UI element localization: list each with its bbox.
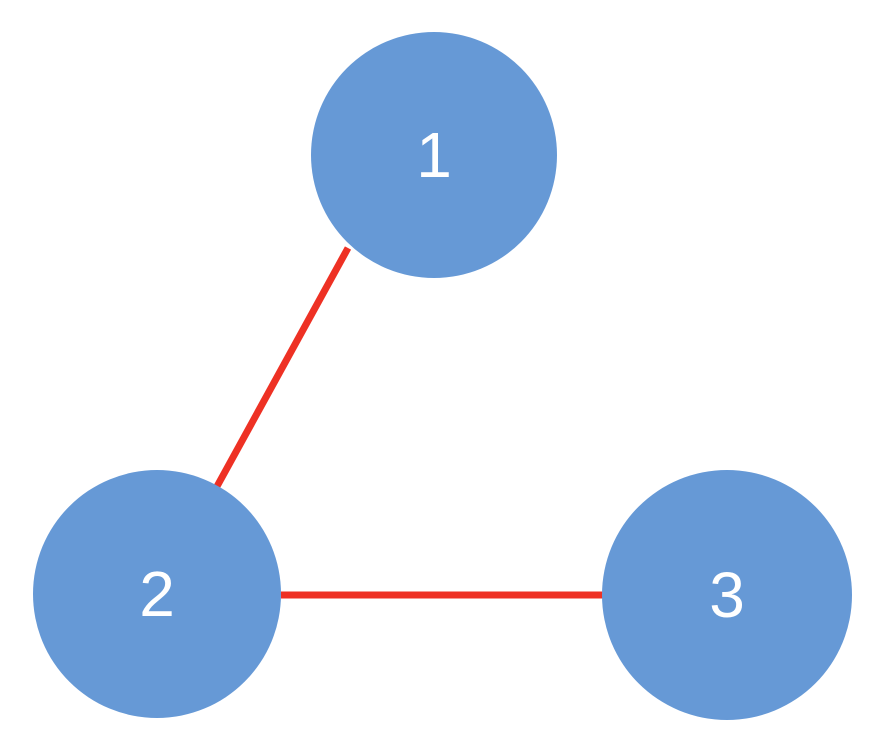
node-circle[interactable] [311, 32, 557, 278]
node-label: 1 [416, 119, 452, 191]
node-label: 2 [139, 558, 175, 630]
node-label: 3 [709, 559, 745, 631]
edges-layer [211, 246, 603, 599]
nodes-layer: 1 2 3 [33, 32, 852, 720]
node-circle[interactable] [602, 470, 852, 720]
node-circle[interactable] [33, 470, 281, 718]
graph-node[interactable]: 1 [311, 32, 557, 278]
graph-node[interactable]: 2 [33, 470, 281, 718]
graph-node[interactable]: 3 [602, 470, 852, 720]
graph-edge[interactable] [211, 246, 352, 492]
